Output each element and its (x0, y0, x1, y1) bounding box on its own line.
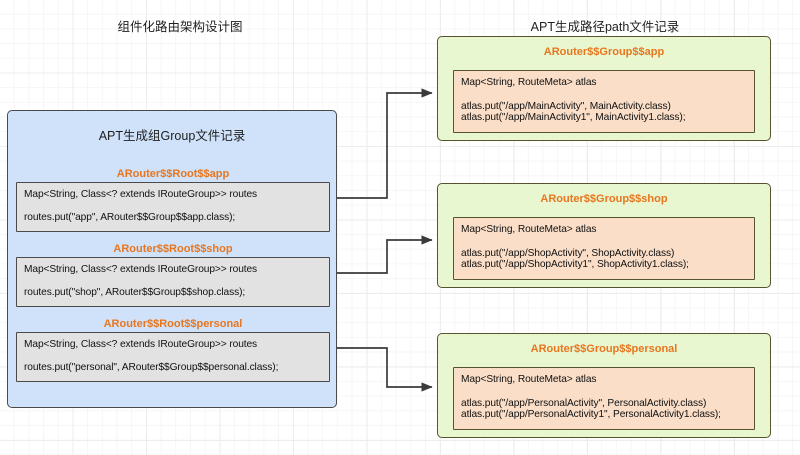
root-entry-shop: ARouter$$Root$$shop Map<String, Class<? … (16, 243, 330, 308)
path-entry-personal: ARouter$$Group$$personal Map<String, Rou… (437, 333, 771, 438)
path-entry-shop-statement-1: atlas.put("/app/ShopActivity", ShopActiv… (461, 247, 675, 259)
path-entry-app-label: ARouter$$Group$$app (543, 46, 665, 58)
path-entry-personal-statement-2: atlas.put("/app/PersonalActivity1", Pers… (461, 409, 721, 421)
root-entry-personal: ARouter$$Root$$personal Map<String, Clas… (16, 318, 330, 383)
root-entry-app-statement: routes.put("app", ARouter$$Group$$app.cl… (24, 211, 236, 223)
left-diagram-title: 组件化路由架构设计图 (117, 20, 243, 34)
root-entry-app-declaration: Map<String, Class<? extends IRouteGroup>… (24, 189, 258, 200)
root-entry-personal-statement: routes.put("personal", ARouter$$Group$$p… (24, 361, 279, 373)
path-entry-app-declaration: Map<String, RouteMeta> atlas (461, 77, 597, 88)
path-entry-app-statement-1: atlas.put("/app/MainActivity", MainActiv… (461, 100, 671, 112)
root-entry-shop-statement: routes.put("shop", ARouter$$Group$$shop.… (24, 286, 246, 298)
group-file-panel: APT生成组Group文件记录 ARouter$$Root$$app Map<S… (7, 110, 337, 408)
path-entry-app-card: Map<String, RouteMeta> atlas atlas.put("… (453, 70, 755, 134)
path-entry-personal-statement-1: atlas.put("/app/PersonalActivity", Perso… (461, 397, 707, 409)
root-entry-app: ARouter$$Root$$app Map<String, Class<? e… (16, 168, 330, 233)
root-entry-app-card: Map<String, Class<? extends IRouteGroup>… (16, 182, 330, 233)
connector-shop (337, 235, 433, 274)
path-entry-personal-label: ARouter$$Group$$personal (530, 343, 678, 355)
path-entry-app: ARouter$$Group$$app Map<String, RouteMet… (437, 36, 771, 141)
connector-app (337, 88, 433, 199)
path-entry-shop-card: Map<String, RouteMeta> atlas atlas.put("… (453, 217, 755, 281)
root-entry-shop-declaration: Map<String, Class<? extends IRouteGroup>… (24, 264, 258, 275)
root-entry-shop-label: ARouter$$Root$$shop (113, 243, 233, 255)
root-entry-app-label: ARouter$$Root$$app (116, 168, 230, 180)
connector-personal (337, 347, 433, 392)
root-entry-shop-card: Map<String, Class<? extends IRouteGroup>… (16, 257, 330, 308)
path-entry-shop-label: ARouter$$Group$$shop (540, 193, 668, 205)
path-entry-personal-declaration: Map<String, RouteMeta> atlas (461, 374, 597, 385)
right-diagram-title: APT生成路径path文件记录 (530, 20, 680, 34)
root-entry-personal-card: Map<String, Class<? extends IRouteGroup>… (16, 332, 330, 383)
root-entry-personal-label: ARouter$$Root$$personal (103, 318, 243, 330)
path-entry-shop: ARouter$$Group$$shop Map<String, RouteMe… (437, 183, 771, 288)
path-entry-shop-declaration: Map<String, RouteMeta> atlas (461, 224, 597, 235)
path-entry-personal-card: Map<String, RouteMeta> atlas atlas.put("… (453, 367, 755, 431)
path-entry-shop-statement-2: atlas.put("/app/ShopActivity1", ShopActi… (461, 259, 689, 271)
root-entry-personal-declaration: Map<String, Class<? extends IRouteGroup>… (24, 339, 258, 350)
path-entry-app-statement-2: atlas.put("/app/MainActivity1", MainActi… (461, 112, 686, 124)
group-panel-title: APT生成组Group文件记录 (98, 129, 246, 143)
